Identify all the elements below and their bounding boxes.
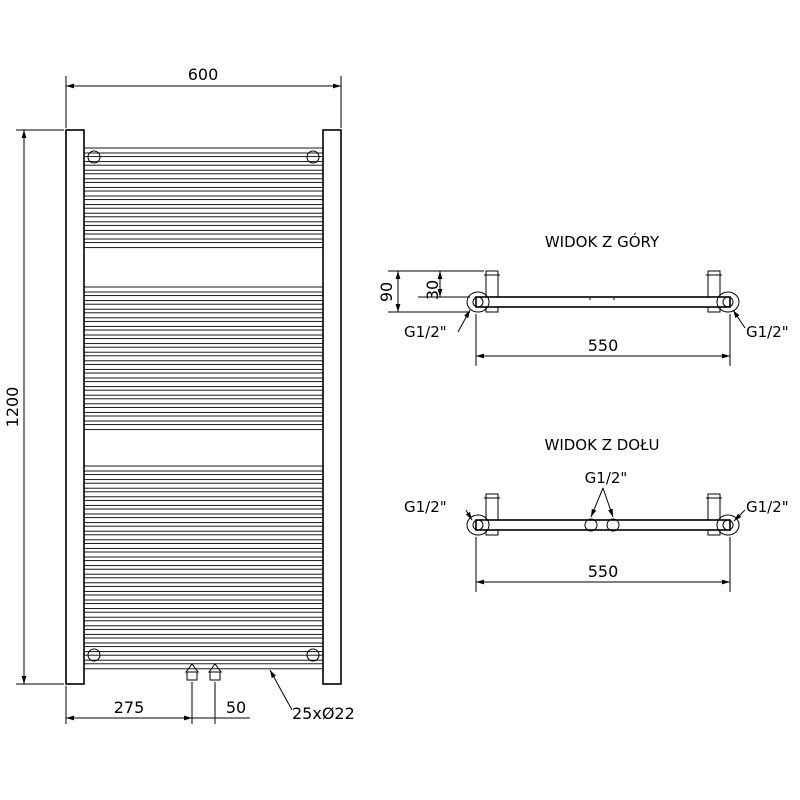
horizontal-tubes [83, 147, 324, 670]
top-view: WIDOK Z GÓRY 90 30 G1/2" G1/2" [377, 232, 789, 366]
horizontal-tube [83, 372, 324, 379]
horizontal-tube [83, 242, 324, 249]
horizontal-tube [83, 542, 324, 549]
left-offset-dimension: 275 [114, 698, 145, 717]
top-view-title: WIDOK Z GÓRY [545, 232, 660, 251]
top-right-boss [716, 291, 740, 313]
center-connection-left [584, 518, 598, 532]
horizontal-tube [83, 329, 324, 336]
horizontal-tube [83, 663, 324, 670]
horizontal-tube [83, 338, 324, 345]
bottom-right-post [707, 493, 721, 521]
bottom-view: WIDOK Z DOŁU G1/2" G1/2" G1/2" 550 [404, 436, 789, 592]
bottom-left-boss [466, 514, 490, 536]
height-dimension: 1200 [3, 387, 22, 428]
tube-callout: 25xØ22 [292, 704, 355, 723]
horizontal-tube [83, 611, 324, 618]
bottom-view-title: WIDOK Z DOŁU [544, 436, 659, 454]
horizontal-tube [83, 181, 324, 188]
horizontal-tube [83, 637, 324, 644]
horizontal-tube [83, 628, 324, 635]
horizontal-tube [83, 303, 324, 310]
bottom-right-connector [306, 648, 320, 662]
horizontal-tube [83, 654, 324, 661]
horizontal-tube [83, 207, 324, 214]
center-connection-label: G1/2" [585, 469, 628, 487]
horizontal-tube [83, 320, 324, 327]
horizontal-tube [83, 499, 324, 506]
horizontal-tube [83, 199, 324, 206]
top-right-connection: G1/2" [746, 323, 789, 341]
top-span-dimension: 550 [588, 336, 619, 355]
bottom-rail [475, 519, 731, 531]
horizontal-tube [83, 190, 324, 197]
horizontal-tube [83, 568, 324, 575]
horizontal-tube [83, 508, 324, 515]
horizontal-tube [83, 156, 324, 163]
bottom-span-dimension: 550 [588, 562, 619, 581]
horizontal-tube [83, 646, 324, 653]
horizontal-tube [83, 312, 324, 319]
horizontal-tube [83, 363, 324, 370]
bottom-right-boss [716, 514, 740, 536]
horizontal-tube [83, 173, 324, 180]
top-left-connection: G1/2" [404, 323, 447, 341]
offset-dimension: 30 [423, 280, 442, 300]
bottom-left-post [485, 493, 499, 521]
front-view: 600 1200 275 50 25xØ22 [3, 65, 355, 724]
top-left-connector [87, 150, 101, 164]
right-side-post [322, 129, 342, 685]
top-rail [475, 296, 731, 308]
horizontal-tube [83, 465, 324, 472]
horizontal-tube [83, 164, 324, 171]
bottom-left-connector [87, 648, 101, 662]
left-side-post [65, 129, 85, 685]
horizontal-tube [83, 534, 324, 541]
width-dimension: 600 [188, 65, 219, 84]
horizontal-tube [83, 603, 324, 610]
bottom-valve-left [185, 663, 199, 681]
horizontal-tube [83, 517, 324, 524]
horizontal-tube [83, 585, 324, 592]
horizontal-tube [83, 381, 324, 388]
horizontal-tube [83, 224, 324, 231]
horizontal-tube [83, 482, 324, 489]
bottom-valve-right [208, 663, 222, 681]
horizontal-tube [83, 346, 324, 353]
horizontal-tube [83, 355, 324, 362]
depth-dimension: 90 [377, 282, 396, 302]
horizontal-tube [83, 295, 324, 302]
top-left-boss [466, 291, 490, 313]
horizontal-tube [83, 594, 324, 601]
horizontal-tube [83, 491, 324, 498]
bottom-right-connection: G1/2" [746, 498, 789, 516]
horizontal-tube [83, 233, 324, 240]
bottom-left-connection: G1/2" [404, 498, 447, 516]
horizontal-tube [83, 398, 324, 405]
horizontal-tube [83, 415, 324, 422]
top-right-post [707, 270, 721, 298]
spacing-dimension: 50 [226, 698, 246, 717]
horizontal-tube [83, 389, 324, 396]
horizontal-tube [83, 474, 324, 481]
top-right-connector [306, 150, 320, 164]
horizontal-tube [83, 424, 324, 431]
horizontal-tube [83, 620, 324, 627]
horizontal-tube [83, 560, 324, 567]
horizontal-tube [83, 525, 324, 532]
horizontal-tube [83, 551, 324, 558]
top-left-post [485, 270, 499, 298]
horizontal-tube [83, 286, 324, 293]
horizontal-tube [83, 216, 324, 223]
horizontal-tube [83, 577, 324, 584]
horizontal-tube [83, 147, 324, 154]
center-connection-right [606, 518, 620, 532]
horizontal-tube [83, 406, 324, 413]
